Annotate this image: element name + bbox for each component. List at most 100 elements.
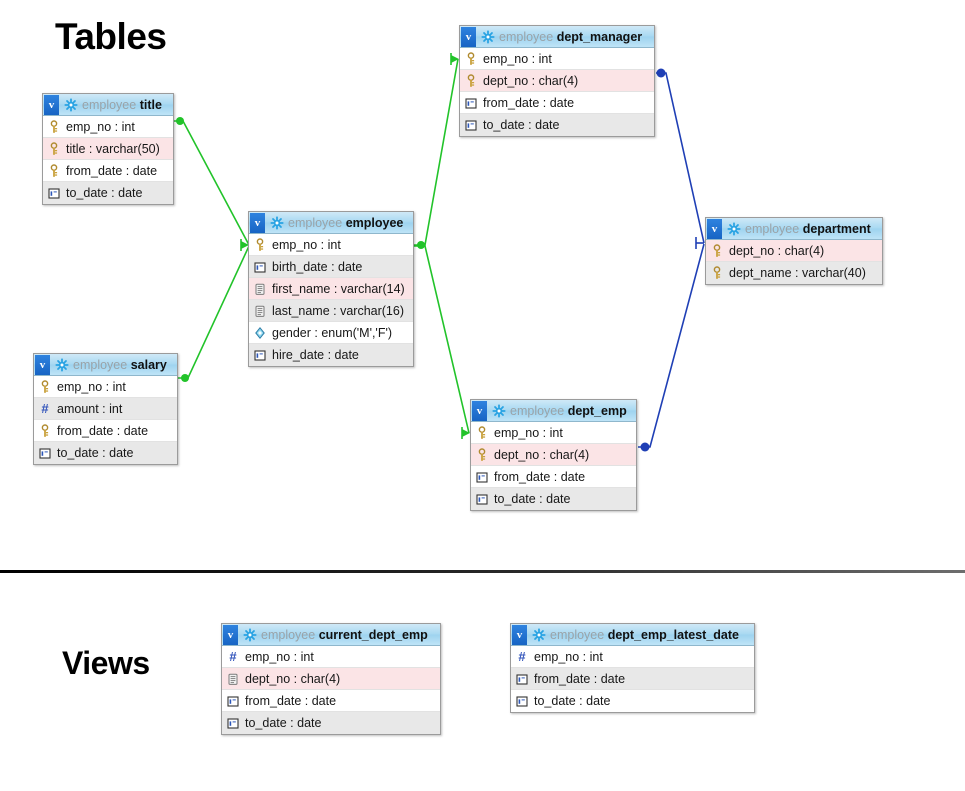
field-label: gender : enum('M','F'): [272, 325, 393, 340]
field-row[interactable]: emp_no : int: [471, 422, 636, 444]
field-label: from_date : date: [494, 469, 586, 484]
field-row[interactable]: to_date : date: [43, 182, 173, 204]
field-row[interactable]: dept_name : varchar(40): [706, 262, 882, 284]
field-row[interactable]: gender : enum('M','F'): [249, 322, 413, 344]
field-label: first_name : varchar(14): [272, 281, 405, 296]
key-icon: [476, 425, 488, 440]
gear-icon: [532, 628, 546, 641]
relationship-employee-dept-emp: [414, 245, 470, 439]
calendar-icon: [227, 694, 239, 708]
entity-header-dept_emp_latest_date[interactable]: v employee dept_emp_latest_date: [511, 624, 754, 646]
field-label: dept_no : char(4): [494, 447, 590, 462]
field-label: from_date : date: [57, 423, 149, 438]
table-name: dept_emp: [567, 403, 627, 418]
field-label: dept_name : varchar(40): [729, 266, 866, 280]
entity-dept_emp_latest_date[interactable]: v employee dept_emp_latest_date #emp_no : …: [510, 623, 755, 713]
field-row[interactable]: first_name : varchar(14): [249, 278, 413, 300]
field-label: hire_date : date: [272, 348, 359, 362]
schema-name: employee: [499, 29, 554, 44]
relationship-employee-dept-manager: [414, 53, 459, 249]
field-label: dept_no : char(4): [729, 243, 825, 258]
field-row[interactable]: from_date : date: [34, 420, 177, 442]
gear-icon: [270, 216, 284, 229]
field-row[interactable]: emp_no : int: [249, 234, 413, 256]
views-section-heading: Views: [62, 645, 150, 681]
field-label: from_date : date: [245, 693, 337, 708]
gear-icon: [481, 30, 495, 43]
field-label: birth_date : date: [272, 259, 363, 274]
calendar-icon: [48, 186, 60, 200]
view-badge-icon: v: [707, 218, 722, 239]
tables-section-heading: Tables: [55, 16, 167, 57]
field-label: emp_no : int: [483, 51, 552, 66]
view-badge-icon: v: [44, 94, 59, 115]
field-label: emp_no : int: [245, 649, 314, 664]
field-label: to_date : date: [494, 492, 571, 506]
field-row[interactable]: to_date : date: [511, 690, 754, 712]
field-row[interactable]: from_date : date: [43, 160, 173, 182]
field-row[interactable]: to_date : date: [34, 442, 177, 464]
field-row[interactable]: to_date : date: [460, 114, 654, 136]
view-badge-icon: v: [512, 624, 527, 645]
calendar-icon: [254, 260, 266, 274]
calendar-icon: [516, 672, 528, 686]
field-row[interactable]: from_date : date: [471, 466, 636, 488]
field-row[interactable]: from_date : date: [511, 668, 754, 690]
field-row[interactable]: dept_no : char(4): [471, 444, 636, 466]
field-row[interactable]: dept_no : char(4): [222, 668, 440, 690]
gear-icon: [64, 98, 78, 111]
field-row[interactable]: to_date : date: [222, 712, 440, 734]
table-name: dept_emp_latest_date: [607, 627, 739, 642]
field-row[interactable]: #emp_no : int: [222, 646, 440, 668]
field-label: to_date : date: [245, 716, 322, 730]
key-icon: [465, 51, 477, 66]
field-label: dept_no : char(4): [245, 671, 341, 686]
key-icon: [39, 423, 51, 438]
field-row[interactable]: to_date : date: [471, 488, 636, 510]
field-row[interactable]: emp_no : int: [460, 48, 654, 70]
field-row[interactable]: dept_no : char(4): [706, 240, 882, 262]
view-badge-icon: v: [35, 354, 50, 375]
field-row[interactable]: emp_no : int: [43, 116, 173, 138]
hash-icon: #: [41, 400, 49, 416]
gear-icon: [243, 628, 257, 641]
field-row[interactable]: birth_date : date: [249, 256, 413, 278]
view-badge-icon: v: [223, 624, 238, 645]
field-row[interactable]: dept_no : char(4): [460, 70, 654, 92]
field-row[interactable]: hire_date : date: [249, 344, 413, 366]
calendar-icon: [254, 348, 266, 362]
field-label: from_date : date: [66, 163, 158, 178]
field-row[interactable]: #emp_no : int: [511, 646, 754, 668]
field-row[interactable]: from_date : date: [460, 92, 654, 114]
schema-name: employee: [73, 357, 128, 372]
table-name: current_dept_emp: [318, 627, 428, 642]
field-row[interactable]: last_name : varchar(16): [249, 300, 413, 322]
table-name: dept_manager: [556, 29, 643, 44]
field-row[interactable]: title : varchar(50): [43, 138, 173, 160]
entity-title-dept_emp_latest_date: employee dept_emp_latest_date: [550, 628, 745, 642]
field-row[interactable]: emp_no : int: [34, 376, 177, 398]
gear-icon: [55, 358, 69, 371]
field-label: emp_no : int: [66, 119, 135, 134]
entity-title-employee: employee employee: [288, 216, 409, 230]
field-row[interactable]: from_date : date: [222, 690, 440, 712]
schema-name: employee: [745, 221, 800, 236]
entity-title-dept_emp: employee dept_emp: [510, 404, 633, 418]
key-icon: [711, 266, 723, 280]
field-row[interactable]: #amount : int: [34, 398, 177, 420]
